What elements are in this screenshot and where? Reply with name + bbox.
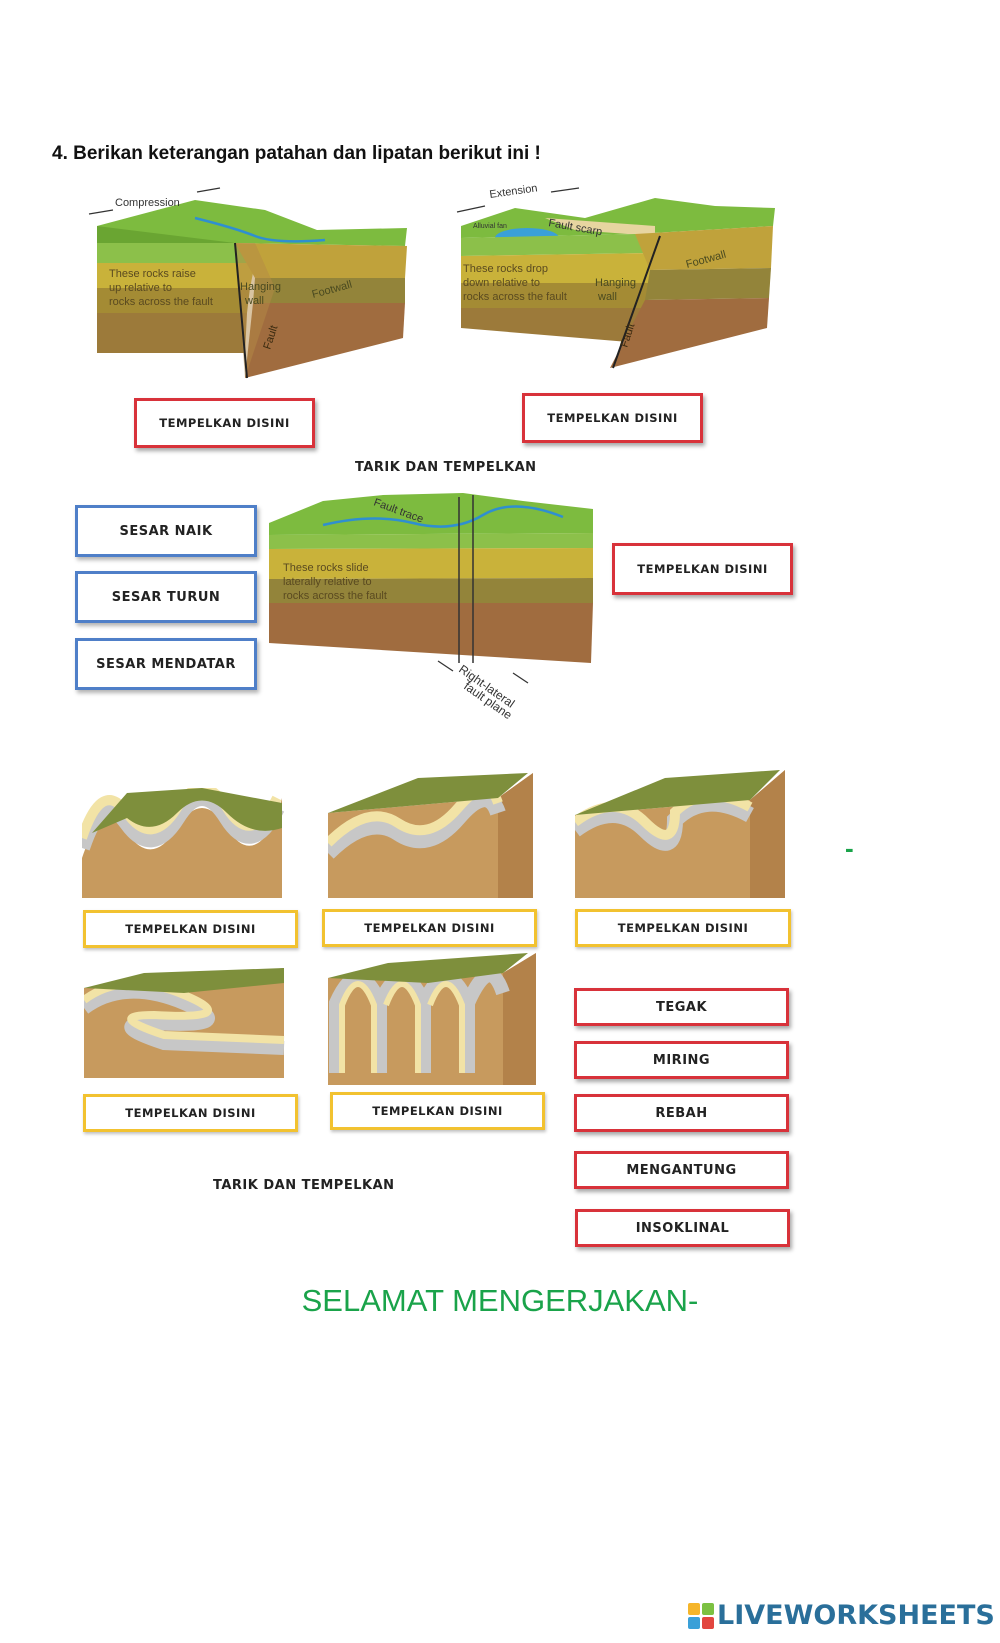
normal-desc-line-1: These rocks drop <box>463 263 548 275</box>
drop-zone-fold-5[interactable]: TEMPELKAN DISINI <box>330 1092 545 1130</box>
option-miring[interactable]: MIRING <box>574 1041 789 1079</box>
drop-zone-normal-fault[interactable]: TEMPELKAN DISINI <box>522 393 703 443</box>
option-rebah[interactable]: REBAH <box>574 1094 789 1132</box>
watermark-text: LIVEWORKSHEETS <box>717 1600 995 1631</box>
option-insoklinal[interactable]: INSOKLINAL <box>575 1209 790 1247</box>
normal-fault-diagram: Extension Alluvial fan Fault scarp These… <box>456 182 775 369</box>
extension-label: Extension <box>489 182 539 201</box>
fold-diagram-isoclinal <box>328 953 536 1085</box>
reverse-desc-line-1: These rocks raise <box>109 268 196 280</box>
normal-desc-line-3: rocks across the fault <box>463 291 567 303</box>
compression-label: Compression <box>115 197 180 209</box>
option-sesar-mendatar[interactable]: SESAR MENDATAR <box>75 638 257 690</box>
instruction-faults: TARIK DAN TEMPELKAN <box>355 460 537 475</box>
drop-zone-fold-3[interactable]: TEMPELKAN DISINI <box>575 909 791 947</box>
liveworksheets-logo-icon <box>688 1602 714 1629</box>
strike-slip-desc-line-2: laterally relative to <box>283 576 372 588</box>
drop-zone-fold-2[interactable]: TEMPELKAN DISINI <box>322 909 537 947</box>
reverse-desc-line-3: rocks across the fault <box>109 296 213 308</box>
fold-diagram-inclined <box>328 773 533 898</box>
stray-dash: - <box>845 833 854 863</box>
reverse-desc-line-2: up relative to <box>109 282 172 294</box>
strike-slip-desc-line-3: rocks across the fault <box>283 590 387 602</box>
alluvial-fan-label: Alluvial fan <box>473 223 507 230</box>
drop-zone-fold-4[interactable]: TEMPELKAN DISINI <box>83 1094 298 1132</box>
liveworksheets-watermark: LIVEWORKSHEETS <box>688 1600 995 1631</box>
strike-slip-fault-diagram: Fault trace These rocks slide laterally … <box>269 493 593 722</box>
reverse-fault-diagram: Compression These rocks raise up relativ… <box>88 187 407 379</box>
strike-slip-desc-line-1: These rocks slide <box>283 562 369 574</box>
closing-message: SELAMAT MENGERJAKAN- <box>301 1283 699 1318</box>
question-text: 4. Berikan keterangan patahan dan lipata… <box>52 143 541 164</box>
option-sesar-naik[interactable]: SESAR NAIK <box>75 505 257 557</box>
normal-desc-line-2: down relative to <box>463 277 540 289</box>
option-tegak[interactable]: TEGAK <box>574 988 789 1026</box>
normal-hanging-wall-line-2: wall <box>597 291 617 303</box>
fold-diagram-recumbent <box>84 968 285 1078</box>
reverse-hanging-wall-line-2: wall <box>244 295 264 307</box>
drop-zone-fold-1[interactable]: TEMPELKAN DISINI <box>83 910 298 948</box>
option-sesar-turun[interactable]: SESAR TURUN <box>75 571 257 623</box>
normal-hanging-wall-line-1: Hanging <box>595 277 636 289</box>
reverse-hanging-wall-line-1: Hanging <box>240 281 281 293</box>
fold-diagram-upright <box>82 788 292 898</box>
drop-zone-strike-slip-fault[interactable]: TEMPELKAN DISINI <box>612 543 793 595</box>
option-mengantung[interactable]: MENGANTUNG <box>574 1151 789 1189</box>
instruction-folds: TARIK DAN TEMPELKAN <box>213 1178 395 1193</box>
drop-zone-reverse-fault[interactable]: TEMPELKAN DISINI <box>134 398 315 448</box>
fold-diagram-overturned <box>575 770 785 898</box>
